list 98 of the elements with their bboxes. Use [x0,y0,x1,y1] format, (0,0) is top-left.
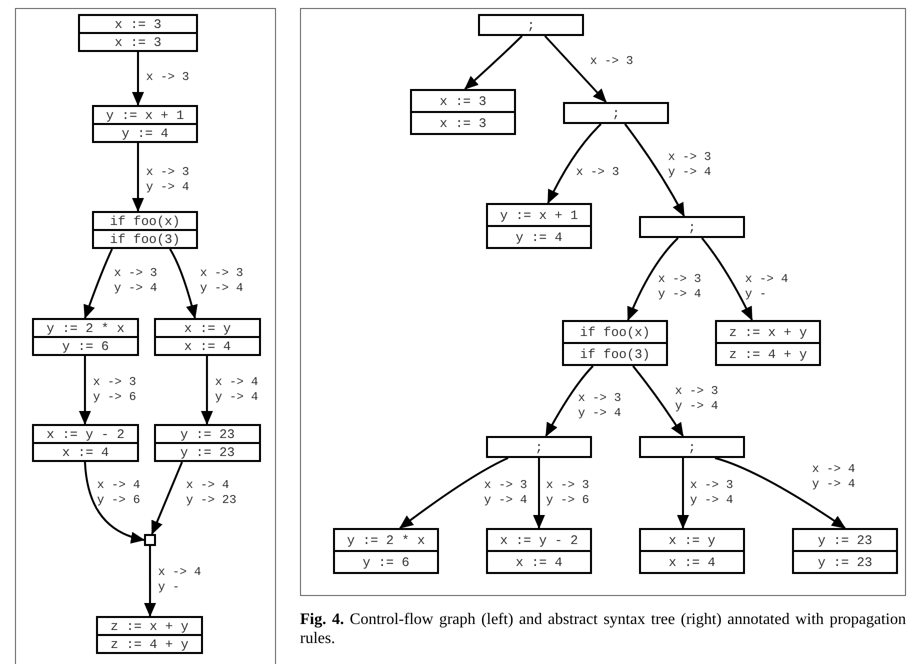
arrow [84,462,145,543]
statement-box [486,528,592,574]
arrow [169,248,198,319]
statement-box [639,528,745,574]
arrow [132,52,144,106]
code-text: x := 4 [488,550,590,572]
statement-box [563,102,669,124]
code-text: x := y - 2 [45,426,126,442]
code-text: x := 4 [34,442,137,460]
edge-label: x -> 3 y -> 4 [200,266,246,296]
arrow [714,457,846,529]
statement-box [486,203,592,249]
statement-box [154,424,261,462]
statement-box [96,616,203,654]
code-text: y := x + 1 [104,107,185,123]
code-text: z := 4 + y [98,634,201,652]
code-text: if foo(3) [564,342,666,364]
statement-box [78,14,198,52]
code-text: x := 3 [80,32,196,50]
code-text: x := 4 [641,550,743,572]
code-text: ; [534,438,544,456]
edge-label: x -> 3 y -> 4 [668,150,714,180]
code-text: y := x + 1 [498,206,579,224]
code-text: y := 23 [816,532,874,550]
junction-box [144,534,156,546]
statement-box [333,528,439,574]
code-text: y := 2 * x [346,532,426,550]
code-text: y := 23 [794,550,896,572]
edge-label: x -> 3 y -> 4 [578,391,624,421]
code-text: x := 4 [156,336,259,354]
edge-label: x -> 4 y - [744,272,790,302]
code-text: y := 23 [179,426,236,442]
figure-caption: Fig. 4. Control-flow graph (left) and abstract syntax tree (right) annotated with propagation rules. [300,610,906,648]
arrow [627,237,679,321]
arrow [200,356,213,425]
statement-box [792,528,898,574]
statement-box [32,318,139,356]
code-text: if foo(3) [94,229,196,247]
statement-box [32,424,139,462]
edge-label: x -> 3 y -> 4 [690,478,736,508]
arrow [544,35,607,103]
statement-box [639,216,745,238]
arrow [132,143,144,212]
code-text: x := y [183,320,232,336]
arrow [399,457,508,529]
statement-box [478,14,584,36]
statement-box [562,320,668,366]
arrow [78,356,91,425]
statement-box [154,318,261,356]
code-text: z := x + y [728,324,808,342]
arrow [84,248,113,319]
code-text: ; [526,16,536,34]
edge-label: x -> 3 y -> 4 [675,384,720,414]
code-text: x := 3 [412,111,514,133]
arrow [533,458,545,529]
edge-label: x -> 3 y -> 6 [546,478,592,508]
edge-label: x -> 3 y -> 6 [92,375,138,405]
edge-label: x -> 4 y -> 4 [214,375,260,405]
code-text: x := 3 [438,92,488,110]
code-text: x := y - 2 [498,532,579,550]
edge-label: x -> 3 y -> 4 [484,478,530,508]
edge-label: x -> 4 y - [158,565,204,595]
code-text: y := 23 [156,442,259,460]
code-text: ; [687,218,697,236]
statement-box [486,436,592,458]
statement-box [92,211,198,249]
code-text: y := 6 [335,550,437,572]
edge-label: x -> 3 y -> 4 [114,266,160,296]
code-text: if foo(x) [108,213,182,229]
statement-box [639,436,745,458]
arrow [632,365,684,437]
code-text: y := 6 [34,336,137,354]
code-text: z := 4 + y [717,342,819,364]
arrow [547,123,602,204]
arrow [545,365,594,437]
code-text: y := 2 * x [45,320,126,336]
code-text: x := y [668,532,716,550]
code-text: x := 3 [114,16,162,32]
arrow [151,462,183,535]
statement-box [92,105,198,143]
arrow [701,237,753,321]
edge-label: x -> 4 y -> 23 [186,478,239,508]
statement-box [715,320,821,366]
code-text: if foo(x) [578,324,652,342]
edge-label: x -> 3 y -> 4 [658,272,704,302]
code-text: y := 4 [94,123,196,141]
arrow [464,35,523,90]
code-text: y := 4 [488,225,590,247]
statement-box [410,89,516,135]
code-text: ; [687,438,697,456]
arrow [624,123,685,217]
code-text: z := x + y [109,618,190,634]
edge-label: x -> 3 y -> 4 [146,165,192,195]
code-text: ; [611,104,621,122]
arrow [677,458,689,529]
arrow [144,546,156,617]
edge-label: x -> 4 y -> 6 [96,478,142,508]
edge-label: x -> 4 y -> 4 [812,462,858,492]
